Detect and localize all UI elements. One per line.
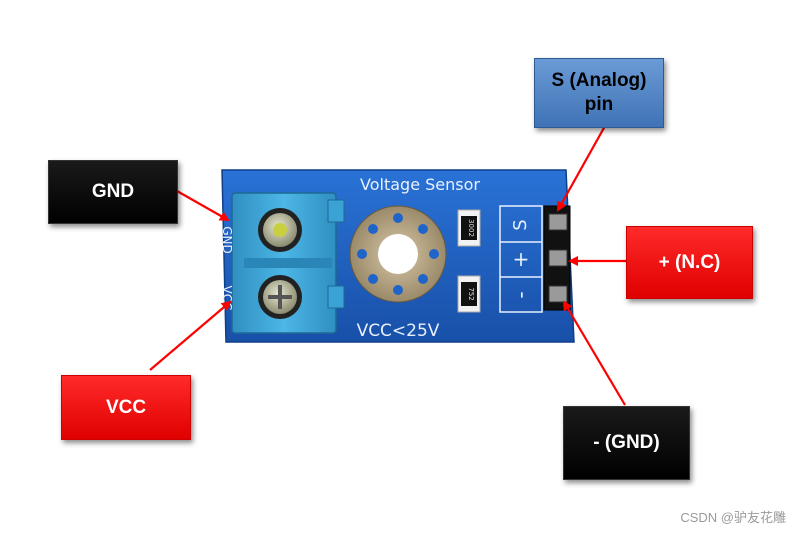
silk-vcc: VCC xyxy=(220,286,234,311)
pin-minus xyxy=(548,285,568,303)
label-plus-nc: + (N.C) xyxy=(626,226,753,299)
watermark: CSDN @驴友花雕 xyxy=(680,510,786,525)
silk-s: S xyxy=(510,219,531,230)
pin-plus xyxy=(548,249,568,267)
screw-terminal: GND VCC xyxy=(220,192,345,334)
svg-text:3002: 3002 xyxy=(467,219,475,237)
label-gnd: GND xyxy=(48,160,178,224)
label-signal-pin: S (Analog) pin xyxy=(534,58,664,128)
arrow-signal xyxy=(557,125,606,212)
svg-text:752: 752 xyxy=(467,287,475,300)
annotation-arrows xyxy=(149,125,626,406)
label-vcc: VCC xyxy=(61,375,191,440)
resistor-top: 3002 xyxy=(457,209,481,247)
arrow-minus xyxy=(562,300,626,406)
arrow-gnd xyxy=(176,190,230,221)
board-title: Voltage Sensor xyxy=(360,175,480,194)
silk-minus: - xyxy=(511,291,535,298)
silk-plus: + xyxy=(513,247,530,271)
label-minus-gnd: - (GND) xyxy=(563,406,690,480)
mounting-hole xyxy=(349,205,447,303)
pin-s xyxy=(548,213,568,231)
silk-gnd: GND xyxy=(220,226,234,254)
pin-header: S + - xyxy=(499,205,571,313)
board-rating: VCC<25V xyxy=(357,321,440,341)
resistor-bottom: 752 xyxy=(457,275,481,313)
arrow-vcc xyxy=(149,300,232,371)
